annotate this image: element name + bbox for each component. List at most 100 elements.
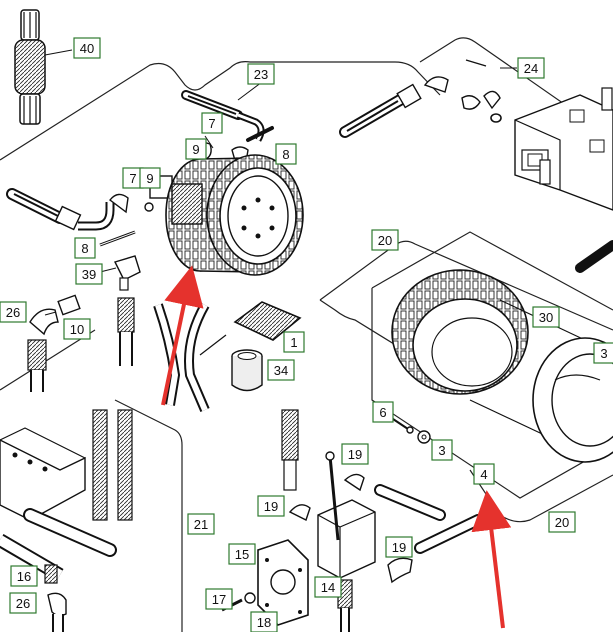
- callout-box: [63, 318, 91, 340]
- callout-box: [314, 576, 342, 598]
- callout-box: [205, 588, 233, 610]
- callout-label: 39: [82, 267, 96, 282]
- callout-box: [473, 463, 495, 485]
- callout-box: [275, 143, 297, 165]
- callout-c6: 6: [372, 401, 394, 423]
- callout-label: 4: [480, 467, 487, 482]
- callout-c21: 21: [187, 513, 215, 535]
- callout-c9b: 9: [139, 167, 161, 189]
- drive-motor-wheel: [165, 154, 304, 276]
- callout-label: 34: [274, 363, 288, 378]
- red-arrow-motor: [161, 265, 204, 406]
- callout-box: [73, 37, 101, 59]
- callout-c18: 18: [250, 611, 278, 632]
- callout-label: 8: [81, 241, 88, 256]
- callout-label: 17: [212, 592, 226, 607]
- callout-box: [431, 439, 453, 461]
- callout-box: [532, 306, 560, 328]
- callout-label: 40: [80, 41, 94, 56]
- part-16-26-fittings: [44, 564, 67, 632]
- callout-box: [257, 495, 285, 517]
- part-23-hose: [181, 81, 265, 142]
- callout-label: 24: [524, 61, 538, 76]
- red-arrow-hub: [471, 490, 512, 629]
- callout-label: 10: [70, 322, 84, 337]
- callout-c15: 15: [228, 543, 256, 565]
- callout-box: [187, 513, 215, 535]
- callout-c20a: 20: [371, 229, 399, 251]
- part-15-plate: [257, 539, 309, 626]
- callout-c14: 14: [314, 576, 342, 598]
- part-24-fittings: [339, 59, 517, 138]
- callout-label: 23: [254, 67, 268, 82]
- callout-label: 6: [379, 405, 386, 420]
- callout-box: [247, 63, 275, 85]
- callout-box: [267, 359, 295, 381]
- callout-box: [283, 331, 305, 353]
- part-40-filter: [14, 9, 73, 125]
- callout-c7b: 7: [122, 167, 144, 189]
- right-upper-boundary: [419, 37, 613, 139]
- callout-label: 3: [600, 346, 607, 361]
- valve-block: [514, 87, 613, 273]
- callout-c39: 39: [75, 263, 103, 285]
- part-6-3-fasteners: [392, 418, 431, 444]
- callout-label: 1: [290, 335, 297, 350]
- callout-c4: 4: [473, 463, 495, 485]
- callout-box: [9, 592, 37, 614]
- callout-label: 19: [348, 447, 362, 462]
- callout-label: 30: [539, 310, 553, 325]
- callout-c8a: 8: [275, 143, 297, 165]
- mid-boundary: [0, 329, 183, 632]
- red-arrows: [161, 265, 512, 629]
- callout-c26b: 26: [9, 592, 37, 614]
- callout-box: [75, 263, 103, 285]
- callout-c20b: 20: [548, 511, 576, 533]
- callout-box: [228, 543, 256, 565]
- callout-box: [341, 443, 369, 465]
- part-39-fitting: [99, 255, 141, 291]
- left-elbows-hoses: [27, 294, 135, 392]
- callout-c1: 1: [283, 331, 305, 353]
- callout-c17: 17: [205, 588, 233, 610]
- callout-label: 9: [146, 171, 153, 186]
- callout-label: 16: [17, 569, 31, 584]
- callout-c10: 10: [63, 318, 91, 340]
- callout-box: [385, 536, 413, 558]
- callout-c3a: 3: [593, 342, 613, 364]
- callout-label: 19: [264, 499, 278, 514]
- callout-label: 19: [392, 540, 406, 555]
- callout-box: [250, 611, 278, 632]
- hose-pair: [153, 302, 227, 412]
- callout-label: 15: [235, 547, 249, 562]
- callout-box: [517, 57, 545, 79]
- callout-label: 14: [321, 580, 335, 595]
- callout-box: [74, 237, 96, 259]
- manifold-block: [0, 409, 133, 582]
- callout-c40: 40: [73, 37, 101, 59]
- callout-c34: 34: [267, 359, 295, 381]
- callout-label: 26: [16, 596, 30, 611]
- part-1-gasket: [233, 301, 302, 341]
- callout-c9a: 9: [185, 138, 207, 160]
- callout-box: [139, 167, 161, 189]
- callout-label: 20: [555, 515, 569, 530]
- callout-box: [185, 138, 207, 160]
- callout-box: [593, 342, 613, 364]
- callout-c23: 23: [247, 63, 275, 85]
- part-14-lever-valve: [317, 451, 376, 632]
- callout-c19a: 19: [341, 443, 369, 465]
- callout-c26a: 26: [0, 301, 27, 323]
- callout-c8b: 8: [74, 237, 96, 259]
- callout-box: [548, 511, 576, 533]
- callout-box: [372, 401, 394, 423]
- callout-c19c: 19: [385, 536, 413, 558]
- callout-c19b: 19: [257, 495, 285, 517]
- callout-label: 20: [378, 233, 392, 248]
- callout-box: [201, 112, 223, 134]
- callout-box: [371, 229, 399, 251]
- lever-hoses: [281, 409, 484, 584]
- callout-label: 7: [208, 116, 215, 131]
- callout-box: [10, 565, 38, 587]
